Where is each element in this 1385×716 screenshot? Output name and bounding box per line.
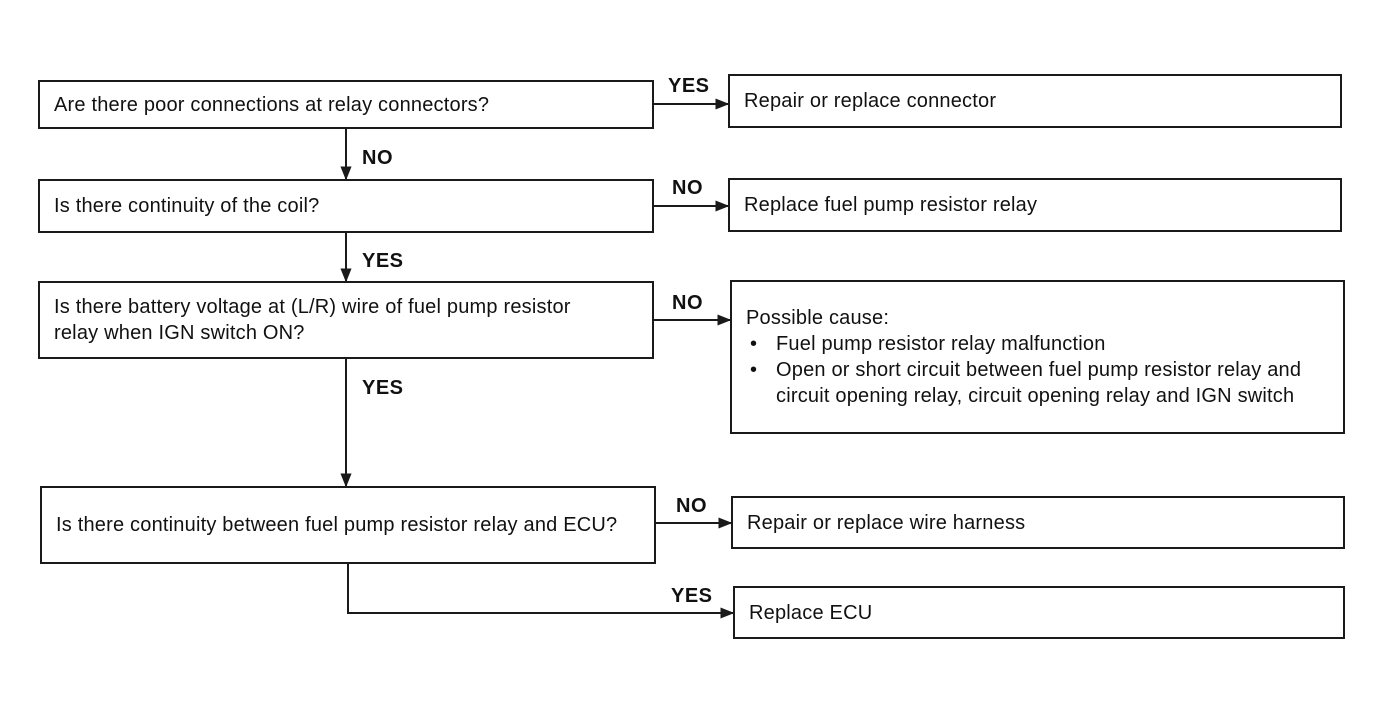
question-poor-connections: Are there poor connections at relay conn…	[38, 80, 654, 129]
q4-yes-label: YES	[671, 585, 713, 607]
result-repair-connector: Repair or replace connector	[728, 74, 1342, 128]
q1-yes-label: YES	[668, 75, 710, 97]
result-replace-ecu: Replace ECU	[733, 586, 1345, 639]
possible-cause-list: Fuel pump resistor relay malfunction Ope…	[746, 331, 1319, 409]
q2-no-label: NO	[672, 177, 703, 199]
question-coil-continuity: Is there continuity of the coil?	[38, 179, 654, 233]
result-replace-relay: Replace fuel pump resistor relay	[728, 178, 1342, 232]
possible-cause-item: Open or short circuit between fuel pump …	[746, 357, 1319, 409]
q3-no-label: NO	[672, 292, 703, 314]
possible-cause-item: Fuel pump resistor relay malfunction	[746, 331, 1319, 357]
question-ecu-continuity: Is there continuity between fuel pump re…	[40, 486, 656, 564]
q4-yes-arrow	[347, 564, 735, 619]
q2-yes-label: YES	[362, 250, 404, 272]
result-possible-cause: Possible cause: Fuel pump resistor relay…	[730, 280, 1345, 434]
result-repair-harness: Repair or replace wire harness	[731, 496, 1345, 549]
q1-no-label: NO	[362, 147, 393, 169]
question-battery-voltage: Is there battery voltage at (L/R) wire o…	[38, 281, 654, 359]
q3-yes-label: YES	[362, 377, 404, 399]
possible-cause-title: Possible cause:	[746, 307, 890, 329]
q4-no-label: NO	[676, 495, 707, 517]
